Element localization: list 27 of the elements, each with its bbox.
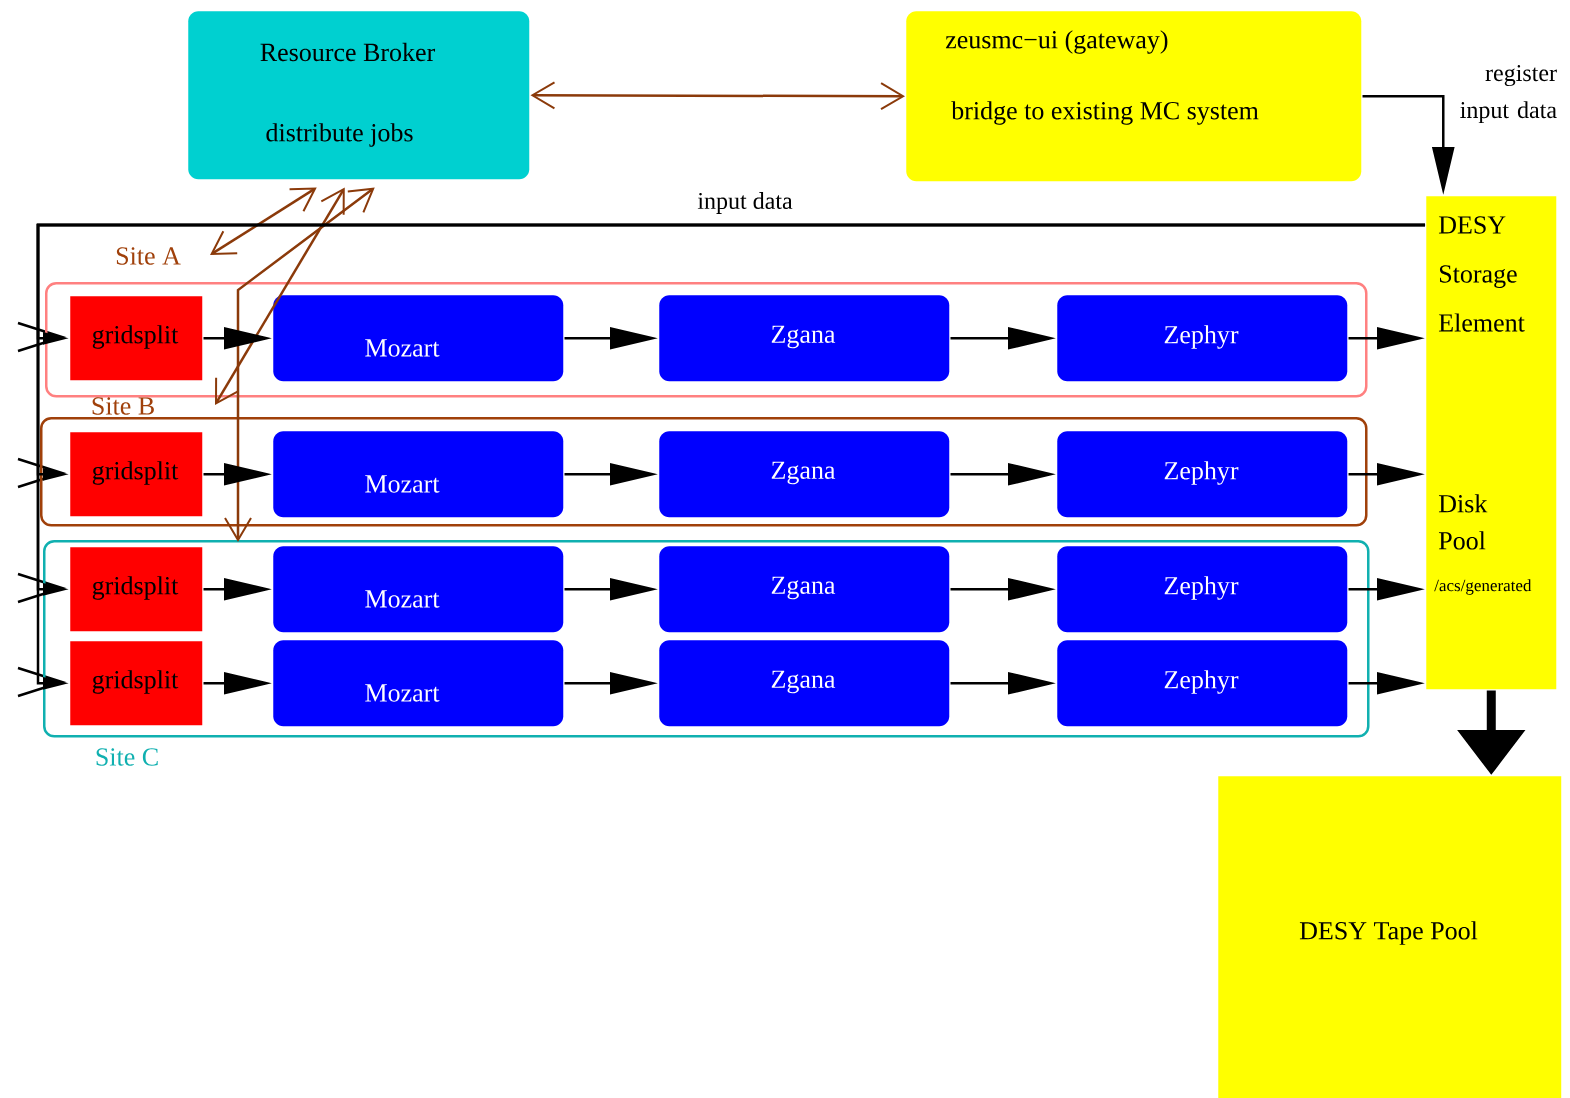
process-box: Zgana <box>659 431 950 518</box>
arrow <box>530 81 905 111</box>
process-box: Zephyr <box>1057 546 1348 633</box>
process-box: Mozart <box>273 640 564 727</box>
process-box: Zephyr <box>1057 640 1348 727</box>
process-box: Zgana <box>659 295 950 382</box>
process-box: Zgana <box>659 546 950 633</box>
arrow <box>215 187 345 405</box>
process-box: Zephyr <box>1057 295 1348 382</box>
process-box: Mozart <box>273 546 564 633</box>
arrow <box>210 187 317 255</box>
process-box: Zephyr <box>1057 431 1348 518</box>
broker-box: Resource Broker distribute jobs <box>188 11 530 180</box>
process-box: gridsplit <box>70 296 203 381</box>
edge-label: register input data <box>1460 65 1557 123</box>
process-box: gridsplit <box>70 432 203 517</box>
process-box: gridsplit <box>70 641 203 726</box>
arrow <box>36 223 1425 690</box>
arrow <box>224 187 375 542</box>
process-box: Mozart <box>273 295 564 382</box>
edge-label: input data <box>696 191 794 215</box>
process-box: Mozart <box>273 431 564 518</box>
tape-pool-box: DESY Tape Pool <box>1218 776 1562 1098</box>
gateway-box: zeusmc−ui (gateway) bridge to existing MC system <box>906 11 1362 182</box>
storage-box: DESY Storage Element Disk Pool /acs/generated <box>1426 196 1557 690</box>
process-box: Zgana <box>659 640 950 727</box>
process-box: gridsplit <box>70 547 203 632</box>
